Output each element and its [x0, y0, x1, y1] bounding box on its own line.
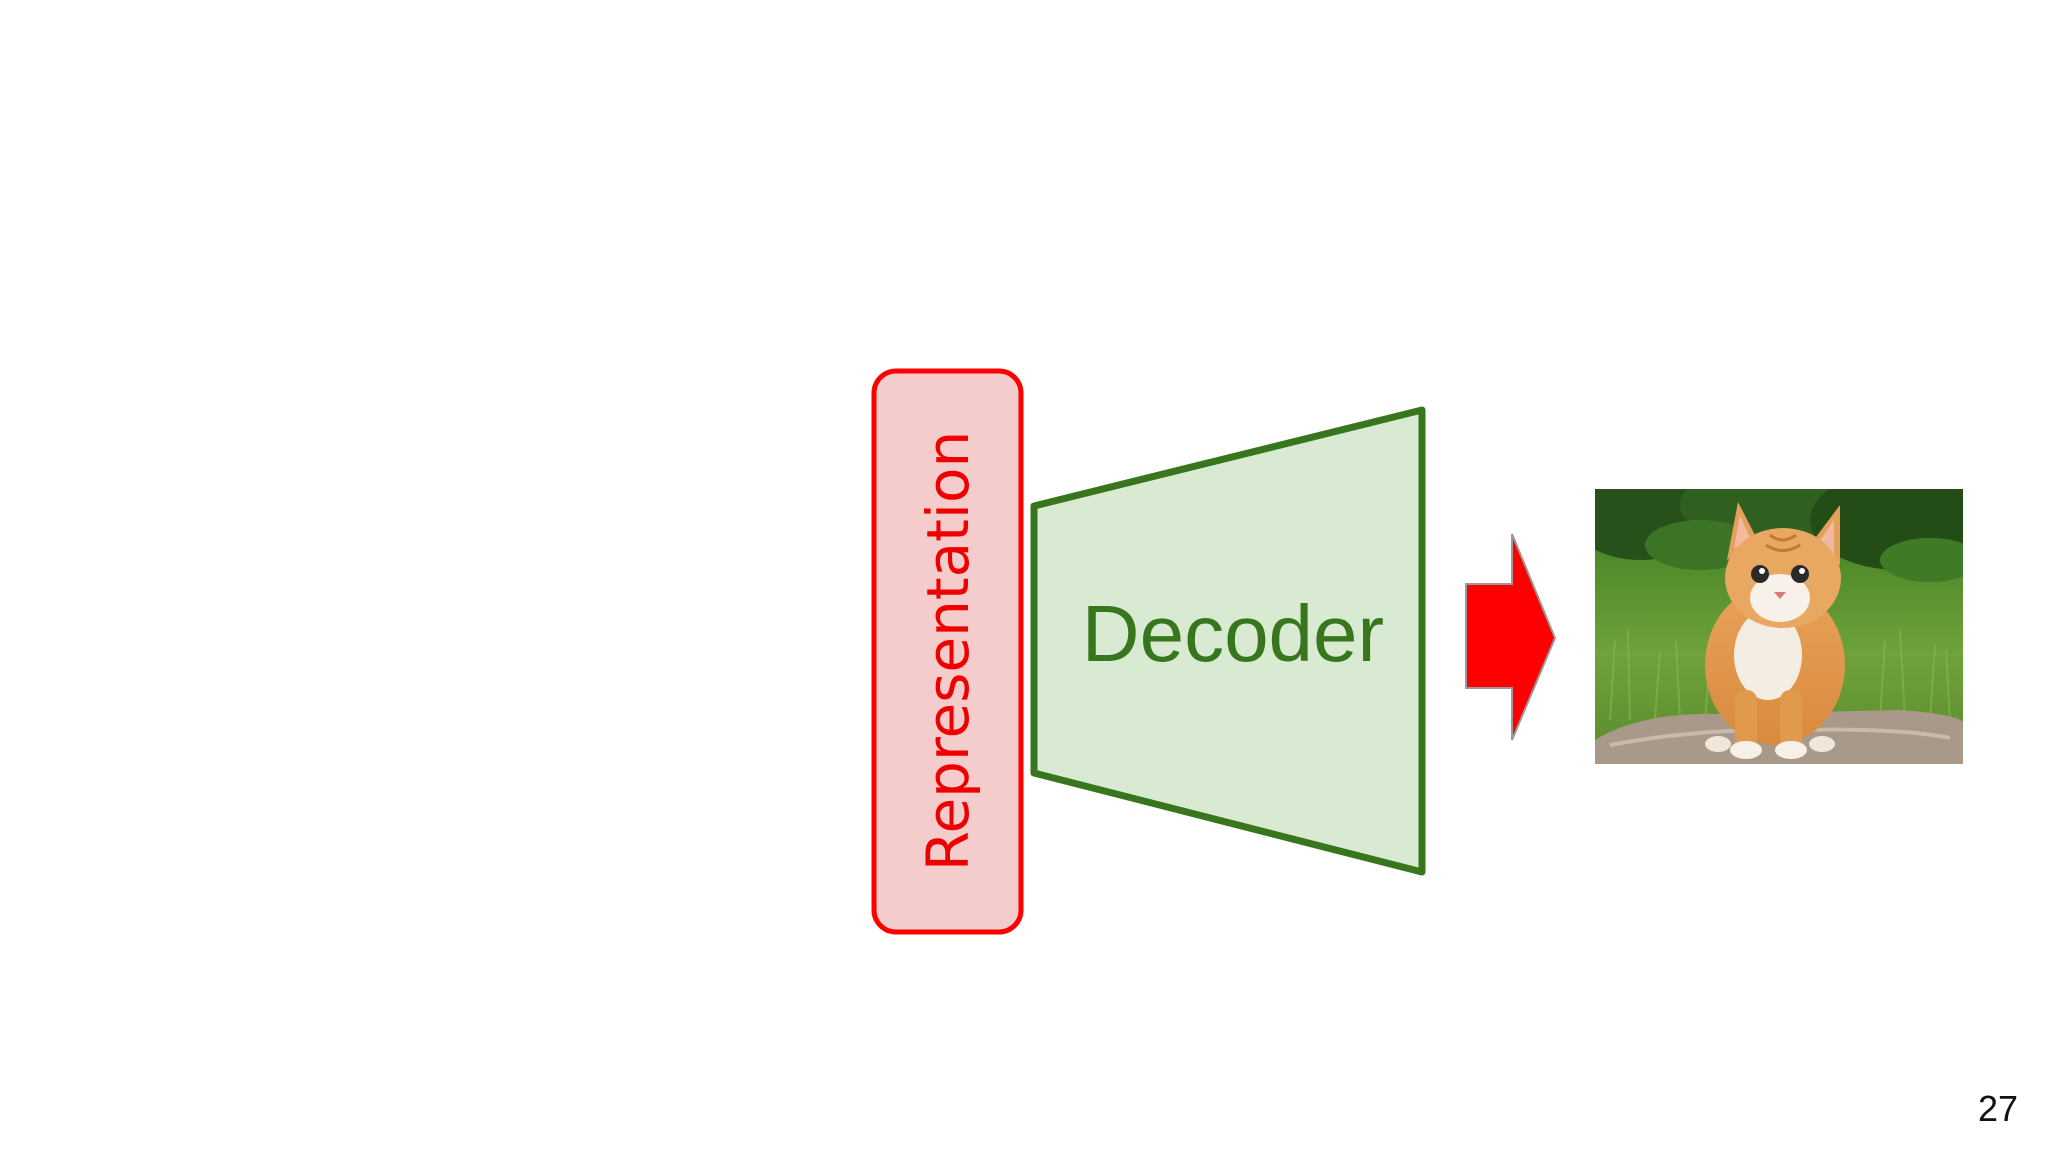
decoder-label: Decoder [1082, 589, 1384, 678]
representation-label: Representation [914, 431, 982, 872]
right-arrow-icon [1465, 533, 1557, 741]
kitten-image [1595, 489, 1963, 764]
decoder-block: Decoder [1030, 406, 1426, 876]
slide-number: 27 [1977, 1088, 2018, 1129]
representation-block: Representation [871, 368, 1024, 935]
